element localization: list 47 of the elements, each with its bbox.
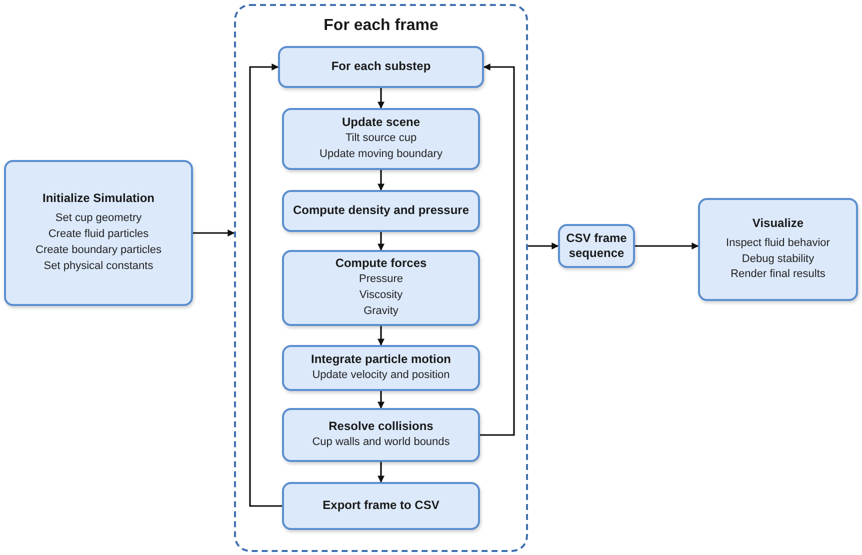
arrow (378, 391, 384, 409)
box-text: Create fluid particles (48, 227, 149, 242)
box-text: Viscosity (359, 288, 403, 304)
box-text: Cup walls and world bounds (312, 435, 450, 450)
process-box (4, 160, 193, 306)
group-title: For each frame (324, 16, 438, 36)
box-text: Create boundary particles (36, 243, 162, 258)
arrow (378, 326, 384, 346)
box-title: For each substep (331, 59, 431, 74)
arrow (378, 88, 384, 109)
box-text: Update moving boundary (320, 147, 442, 162)
box-text: Render final results (730, 267, 826, 282)
box-title: Update scene (342, 115, 420, 130)
arrow (635, 242, 699, 250)
arrow (378, 170, 384, 191)
box-title: Resolve collisions (328, 419, 434, 434)
step-box (282, 250, 480, 326)
arrow (528, 242, 559, 250)
box-text: Set cup geometry (55, 211, 142, 226)
step-box (282, 345, 480, 391)
arrow (249, 64, 282, 507)
box-text: Pressure (358, 272, 404, 288)
box-title: Export frame to CSV (322, 498, 440, 513)
arrow (193, 230, 235, 236)
step-box (282, 408, 480, 462)
box-title: Compute density and pressure (292, 203, 470, 218)
box-text: Tilt source cup (345, 131, 417, 146)
step-box (282, 482, 480, 530)
box-text: Debug stability (742, 252, 814, 267)
box-text: Set physical constants (44, 258, 154, 274)
arrow (378, 462, 384, 483)
step-box (282, 190, 480, 232)
step-box (558, 224, 635, 268)
box-text: Update velocity and position (312, 368, 450, 384)
process-box (698, 198, 858, 301)
box-title: Compute forces (335, 256, 427, 272)
box-text: Inspect fluid behavior (726, 236, 830, 251)
box-title: Initialize Simulation (42, 191, 154, 206)
arrow (480, 64, 515, 436)
arrow (378, 232, 384, 251)
box-title: Visualize (752, 216, 804, 231)
box-title: CSV frame sequence (565, 230, 628, 260)
step-box (282, 108, 480, 170)
loop-container (234, 4, 528, 552)
box-title: Integrate particle motion (310, 352, 452, 368)
step-box (278, 46, 484, 88)
box-text: Gravity (364, 304, 398, 319)
